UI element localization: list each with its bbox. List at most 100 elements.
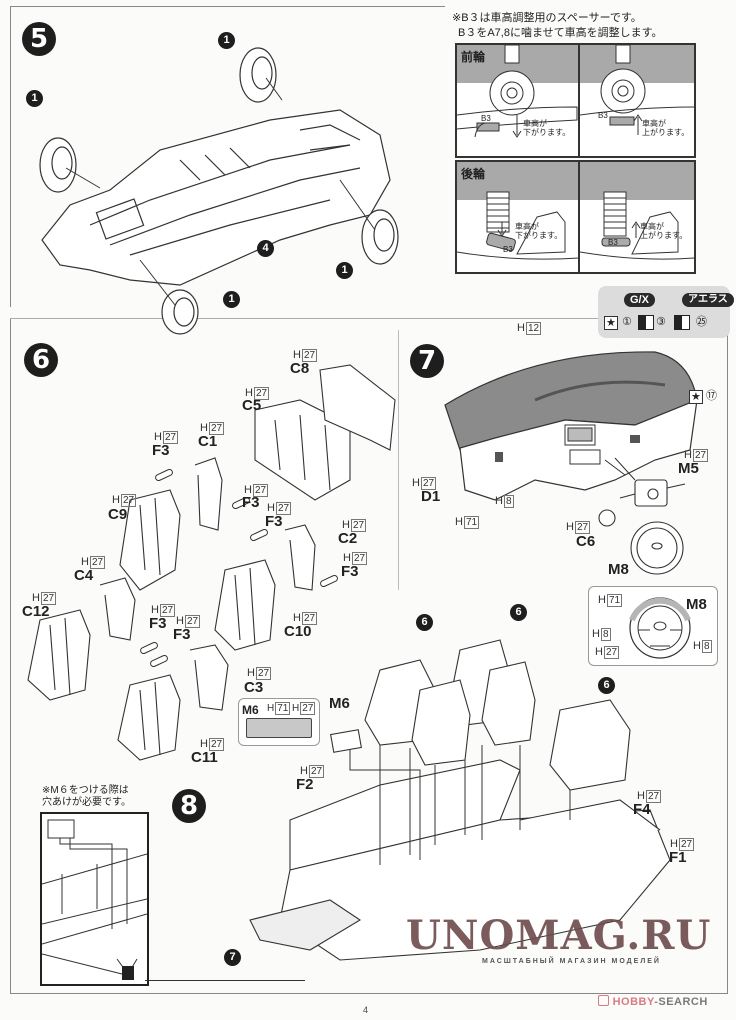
- drill-detail-panel: [40, 812, 149, 986]
- rear-spring-drawing: [457, 191, 579, 260]
- rear-wheel-lower-panel: 後輪 B3 車高が下がります。: [455, 160, 581, 274]
- rear-wheel-raise-panel: B3 車高が上がります。: [578, 160, 696, 274]
- hobby-search-icon: [598, 995, 609, 1006]
- spacer-b3-label: B3: [608, 238, 618, 247]
- part-label-f4: F4: [633, 801, 651, 818]
- rear-spring-drawing: [580, 191, 694, 260]
- seats-drawing: [27, 364, 396, 761]
- spacer-b3-label: B3: [598, 111, 608, 120]
- decal-number-1: ①: [622, 316, 632, 328]
- grade-aeras-badge: アエラス: [682, 293, 734, 307]
- part-label-c12: C12: [22, 603, 50, 620]
- part-label-m8: M8: [608, 561, 629, 578]
- callout-leader-line: [145, 980, 305, 981]
- decal-number-3: ③: [656, 316, 666, 328]
- detail-title-m8: M8: [686, 596, 707, 613]
- step5-frame: [10, 6, 445, 307]
- part-label-c3: C3: [244, 679, 264, 696]
- part-label-f3: F3: [341, 563, 359, 580]
- decal-number-17: ⑰: [706, 390, 717, 402]
- front-strut-drawing: [457, 45, 578, 138]
- drill-note: ※M６をつける際は穴あけが必要です。: [42, 785, 131, 808]
- hobby-search-logo: HOBBY-SEARCH: [598, 995, 708, 1008]
- front-strut-drawing: [580, 45, 694, 135]
- part-label-m6: M6: [329, 695, 350, 712]
- part-label-c1: C1: [198, 433, 218, 450]
- part-label-c8: C8: [290, 360, 310, 377]
- rear-wheel-label: 後輪: [461, 167, 486, 181]
- part-label-f3: F3: [242, 494, 260, 511]
- front-wheel-raise-panel: B3 車高が上がります。: [578, 43, 696, 158]
- unomag-watermark-subtitle: МАСШТАБНЫЙ МАГАЗИН МОДЕЛЕЙ: [482, 958, 661, 965]
- part-label-d1: D1: [421, 488, 441, 505]
- part-label-f3: F3: [149, 615, 167, 632]
- callout-wheel: 1: [223, 291, 240, 308]
- grade-gx-badge: G/X: [624, 293, 655, 307]
- part-label-c5: C5: [242, 397, 262, 414]
- divider-line: [10, 318, 726, 319]
- callout-wheel: 1: [26, 90, 43, 107]
- star-decal-icon: ★: [604, 316, 618, 330]
- star-decal-icon: ★: [689, 390, 703, 404]
- step-number-5: 5: [22, 22, 56, 56]
- callout-seat-assembly: 6: [510, 604, 527, 621]
- part-label-c6: C6: [576, 533, 596, 550]
- callout-wheel: 1: [218, 32, 235, 49]
- page-frame: [10, 318, 728, 994]
- spacer-note-line1: ※B３は車高調整用のスペーサーです。: [452, 12, 642, 24]
- step-number-6: 6: [24, 343, 58, 377]
- part-label-c11: C11: [191, 749, 218, 766]
- callout-chassis: 4: [257, 240, 274, 257]
- part-label-c9: C9: [108, 506, 128, 523]
- front-wheel-label: 前輪: [461, 50, 486, 64]
- unomag-watermark: UNOMAG.RU: [406, 912, 712, 959]
- callout-seat-assembly: 6: [598, 677, 615, 694]
- part-label-f3: F3: [152, 442, 170, 459]
- spacer-b3-label: B3: [503, 245, 513, 254]
- steering-wheel-detail-drawing: [629, 597, 691, 659]
- m6-console-shape: [246, 718, 312, 738]
- drill-detail-drawing: [42, 819, 147, 980]
- spacer-b3-label: B3: [481, 114, 491, 123]
- decal-number-25: ㉕: [696, 316, 707, 328]
- steering-parts-drawing: [598, 479, 686, 575]
- part-label-f2: F2: [296, 776, 314, 793]
- front-wheel-lower-panel: 前輪 B3 車高が下がります。: [455, 43, 581, 158]
- step-number-8: 8: [172, 789, 206, 823]
- part-label-c4: C4: [74, 567, 94, 584]
- detail-title-m6: M6: [242, 703, 259, 717]
- callout-seat-assembly: 6: [416, 614, 433, 631]
- part-label-m5: M5: [678, 460, 699, 477]
- divider-line: [398, 330, 399, 590]
- page-number: 4: [363, 1005, 369, 1015]
- step-number-7: 7: [410, 344, 444, 378]
- decal-black-white-icon: [674, 315, 690, 330]
- chassis-drawing: [39, 47, 399, 335]
- raise-note: 車高が上がります。: [640, 222, 688, 240]
